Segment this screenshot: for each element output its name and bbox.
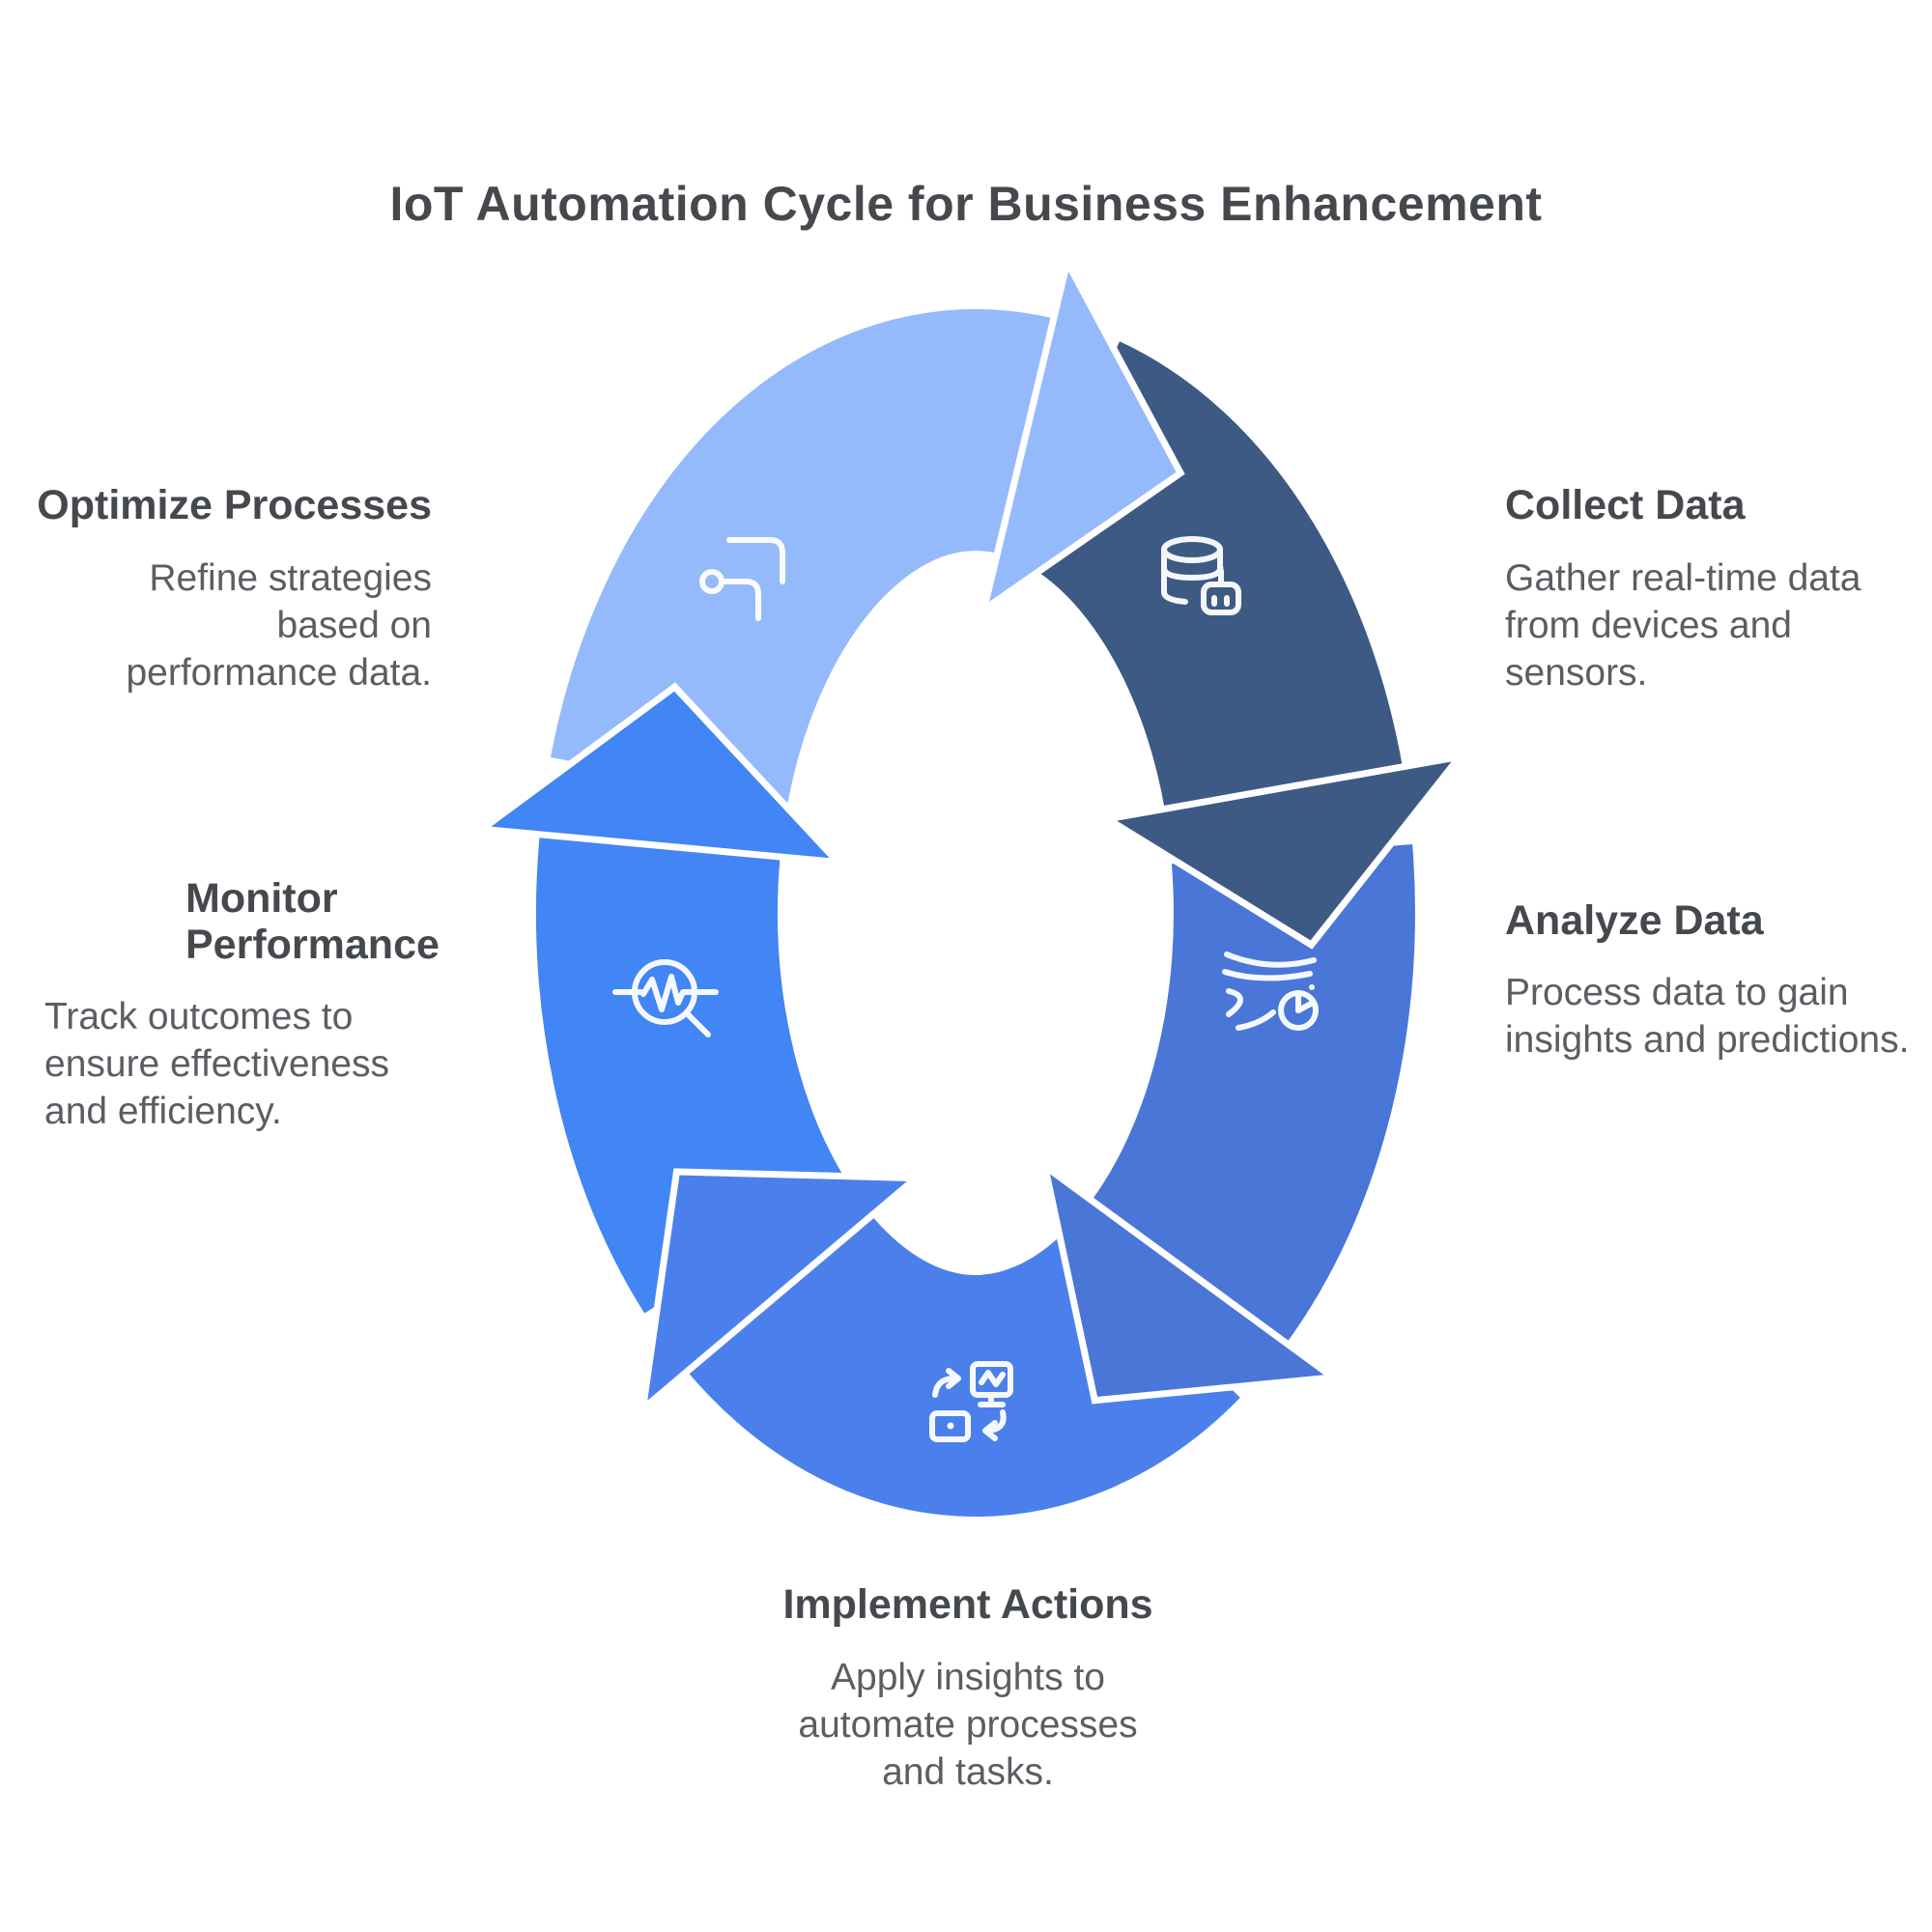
step-body-optimize: Refine strategies based on performance d… — [126, 557, 432, 694]
data-flow-pie-icon — [1222, 952, 1319, 1031]
step-heading-implement: Implement Actions — [782, 1581, 1153, 1628]
step-block-optimize: Optimize Processes Refine strategies bas… — [7, 481, 432, 696]
database-robot-icon — [1161, 536, 1241, 615]
step-body-analyze: Process data to gain insights and predic… — [1505, 972, 1910, 1061]
cycle-arrowhead-monitor — [472, 682, 847, 867]
cycle-arrowhead-analyze — [1039, 1157, 1343, 1405]
pulse-magnifier-icon — [612, 959, 719, 1037]
step-heading-collect: Collect Data — [1505, 482, 1746, 528]
step-block-analyze: Analyze Data Process data to gain insigh… — [1505, 896, 1911, 1064]
cycle-arrowhead-implement — [638, 1168, 925, 1418]
step-heading-optimize: Optimize Processes — [37, 482, 432, 528]
optimize-arrows-icon — [699, 537, 785, 621]
step-block-implement: Implement Actions Apply insights to auto… — [775, 1580, 1161, 1796]
step-body-monitor: Track outcomes to ensure effectiveness a… — [44, 996, 389, 1132]
cycle-arrowhead-optimize — [978, 252, 1185, 618]
devices-sync-icon — [929, 1361, 1013, 1442]
page-title: IoT Automation Cycle for Business Enhanc… — [389, 177, 1543, 231]
step-body-implement: Apply insights to automate processes and… — [798, 1657, 1138, 1793]
cycle-segment-optimize — [550, 309, 1054, 804]
cycle-icons — [612, 536, 1319, 1442]
step-heading-monitor: Monitor Performance — [185, 875, 440, 968]
step-heading-analyze: Analyze Data — [1505, 897, 1764, 944]
step-body-collect: Gather real-time data from devices and s… — [1505, 557, 1861, 694]
step-block-collect: Collect Data Gather real-time data from … — [1505, 481, 1911, 696]
cycle-arrowhead-collect — [1097, 752, 1468, 950]
cycle-shapes — [472, 252, 1468, 1517]
